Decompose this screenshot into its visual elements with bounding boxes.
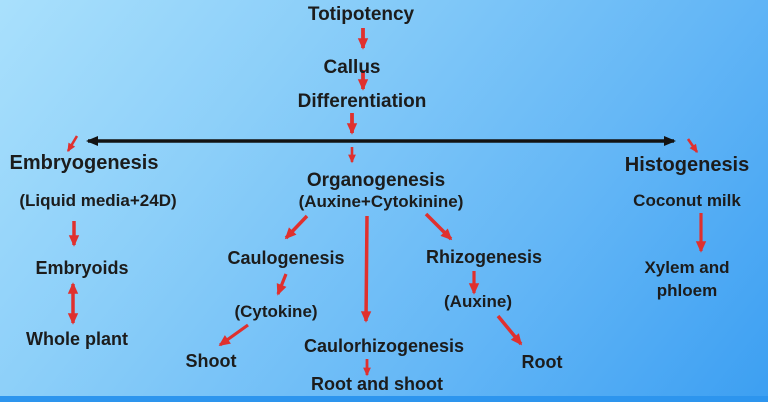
node-organogenesis-sub: (Auxine+Cytokinine) bbox=[298, 192, 464, 211]
node-histogenesis: Histogenesis bbox=[624, 154, 750, 176]
arrow-organogenesis-caulogenesis bbox=[284, 214, 309, 240]
node-caulorhizogenesis: Caulorhizogenesis bbox=[303, 336, 465, 356]
node-xylem-phloem-line2: phloem bbox=[656, 280, 718, 300]
arrow-branch-histogenesis bbox=[686, 138, 699, 153]
node-cytokine: (Cytokine) bbox=[234, 302, 318, 321]
node-whole-plant: Whole plant bbox=[26, 329, 128, 349]
arrow-organogenesis-caulorhizogenesis bbox=[360, 215, 372, 323]
node-totipotency: Totipotency bbox=[307, 4, 415, 25]
arrow-cytokine-shoot bbox=[218, 323, 249, 347]
node-root-and-shoot: Root and shoot bbox=[311, 374, 443, 394]
node-embryoids: Embryoids bbox=[35, 258, 129, 278]
node-embryogenesis: Embryogenesis bbox=[9, 152, 159, 174]
node-xylem-phloem-line1: Xylem and bbox=[644, 258, 730, 277]
node-rhizogenesis: Rhizogenesis bbox=[425, 247, 543, 267]
arrow-organogenesis-rhizogenesis bbox=[424, 212, 453, 241]
node-organogenesis: Organogenesis bbox=[306, 170, 446, 191]
node-liquid-media: (Liquid media+24D) bbox=[19, 191, 177, 210]
node-auxine: (Auxine) bbox=[444, 292, 512, 311]
node-xylem-phloem: Xylem and phloem bbox=[627, 257, 747, 303]
arrow-caulogenesis-cytokine bbox=[276, 273, 288, 296]
arrow-branch-embryogenesis bbox=[66, 135, 79, 153]
node-root: Root bbox=[521, 352, 563, 372]
node-shoot: Shoot bbox=[185, 351, 237, 371]
bottom-edge-strip bbox=[0, 396, 768, 402]
node-coconut-milk: Coconut milk bbox=[633, 191, 741, 210]
node-caulogenesis: Caulogenesis bbox=[227, 248, 345, 268]
node-differentiation: Differentiation bbox=[297, 91, 427, 112]
arrow-auxine-root bbox=[496, 314, 523, 346]
node-callus: Callus bbox=[323, 57, 381, 78]
